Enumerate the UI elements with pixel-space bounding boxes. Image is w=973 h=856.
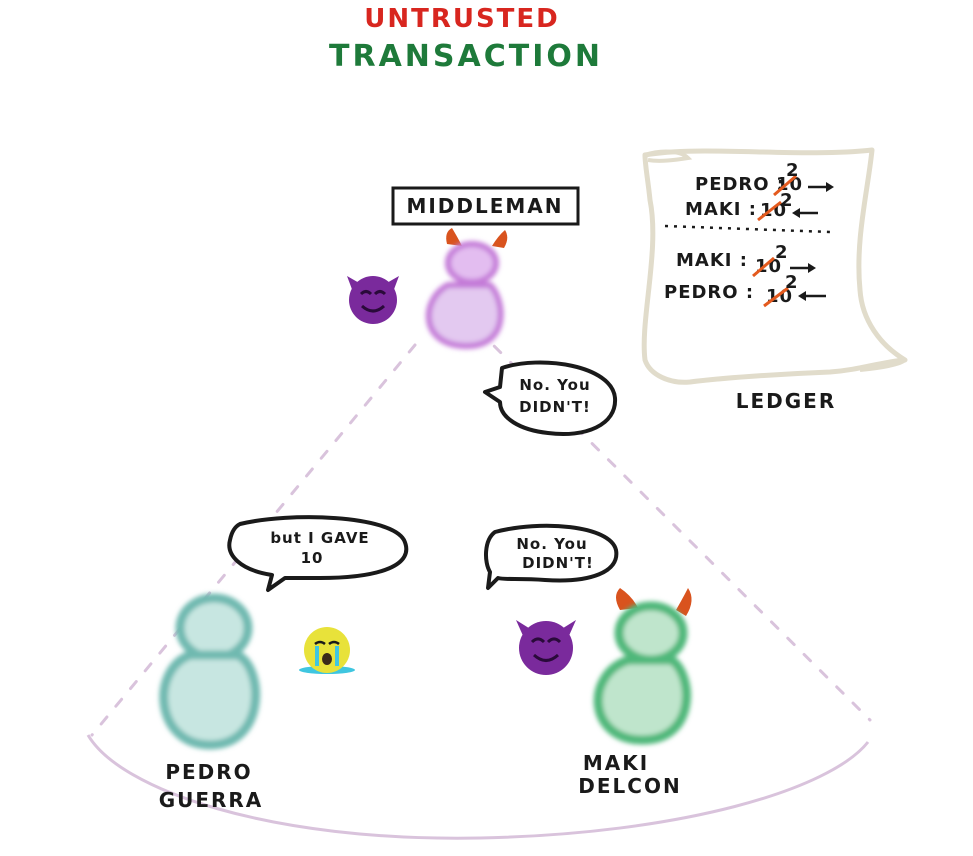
horn-icon — [492, 230, 508, 248]
middleman-speech-bubble: No. You DIDN'T! — [483, 360, 618, 436]
svg-text:10: 10 — [301, 549, 324, 567]
maki-name-line2: DELCON — [578, 774, 681, 798]
title-line2: TRANSACTION — [329, 39, 603, 74]
title-line1: UNTRUSTED — [364, 4, 560, 34]
pedro-speech-bubble: but I GAVE 10 — [227, 515, 409, 592]
svg-text:MAKI :: MAKI : — [676, 250, 748, 271]
maki-figure — [593, 588, 692, 745]
arrow-left-icon — [792, 208, 800, 218]
devil-emoji-icon — [516, 620, 576, 675]
pedro-name-line2: GUERRA — [159, 788, 264, 812]
crying-emoji-icon — [299, 627, 355, 674]
middleman-label: MIDDLEMAN — [391, 186, 580, 226]
svg-text:No. You: No. You — [519, 376, 590, 394]
svg-text:2: 2 — [785, 272, 799, 293]
maki-speech-bubble: No. You DIDN'T! — [484, 523, 619, 590]
devil-emoji-icon — [347, 276, 399, 324]
arrow-right-icon — [826, 182, 834, 192]
svg-text:MAKI :: MAKI : — [685, 199, 757, 220]
svg-text:2: 2 — [780, 190, 794, 211]
arrow-right-icon — [808, 263, 816, 273]
svg-text:DIDN'T!: DIDN'T! — [519, 398, 591, 416]
arrow-left-icon — [798, 291, 806, 301]
pedro-figure — [159, 593, 261, 750]
triangle-base — [86, 734, 870, 840]
svg-text:PEDRO :: PEDRO : — [664, 282, 754, 303]
svg-text:10: 10 — [755, 256, 782, 277]
ledger-entry: MAKI : 10 2 — [676, 242, 816, 278]
pedro-name-line1: PEDRO — [165, 760, 252, 784]
svg-text:2: 2 — [786, 160, 800, 181]
ledger-entry: PEDRO : 10 2 — [664, 272, 826, 308]
horn-icon — [446, 228, 462, 246]
svg-text:2: 2 — [775, 242, 789, 263]
svg-text:MIDDLEMAN: MIDDLEMAN — [406, 194, 563, 218]
ledger-scroll — [641, 147, 908, 385]
svg-text:No. You: No. You — [516, 535, 587, 553]
svg-text:PEDRO :: PEDRO : — [695, 174, 785, 195]
svg-text:10: 10 — [776, 174, 803, 195]
svg-text:but I GAVE: but I GAVE — [270, 529, 369, 547]
horn-icon — [676, 588, 692, 616]
middleman-figure — [425, 228, 508, 350]
ledger-caption: LEDGER — [736, 389, 837, 413]
ledger-entry: MAKI : 10 2 — [685, 190, 818, 222]
svg-text:10: 10 — [760, 200, 787, 221]
svg-text:DIDN'T!: DIDN'T! — [522, 554, 594, 572]
maki-name-line1: MAKI — [583, 751, 649, 775]
ledger-entry: PEDRO : 10 2 — [695, 160, 834, 197]
horn-icon — [616, 588, 638, 610]
